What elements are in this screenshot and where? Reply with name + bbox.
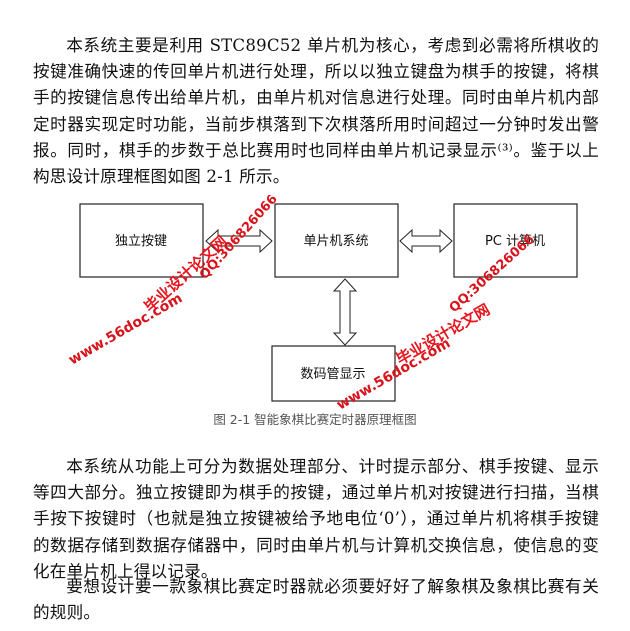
paragraph-function-parts: 本系统从功能上可分为数据处理部分、计时提示部分、棋手按键、显示等四大部分。独立按… <box>33 457 599 581</box>
label-independent-keys: 独立按键 <box>115 234 167 249</box>
box-digital-display <box>271 345 396 402</box>
box-pc <box>453 203 578 278</box>
double-arrow-keys-mcu <box>205 228 273 254</box>
figure-caption: 图 2-1 智能象棋比赛定时器原理框图 <box>213 412 416 425</box>
label-digital-display: 数码管显示 <box>300 367 365 382</box>
block-diagram: 独立按键 单片机系统 PC 计算机 数码管显示 图 2-1 智能象棋比赛定时器原… <box>66 195 578 425</box>
box-independent-keys <box>79 203 204 278</box>
paragraph-rules: 要想设计要一款象棋比赛定时器就必须要好好了解象棋及象棋比赛有关的规则。 <box>33 577 599 623</box>
label-pc: PC 计算机 <box>485 234 545 249</box>
label-mcu-system: 单片机系统 <box>303 234 368 249</box>
paragraph-intro: 本系统主要是利用 STC89C52 单片机为核心，考虑到必需将所棋收的按键准确快… <box>33 36 599 187</box>
double-arrow-mcu-pc <box>399 228 453 254</box>
watermark-url: www.56doc.com <box>66 290 185 368</box>
box-mcu-system <box>274 203 399 278</box>
double-arrow-mcu-display <box>332 278 358 346</box>
